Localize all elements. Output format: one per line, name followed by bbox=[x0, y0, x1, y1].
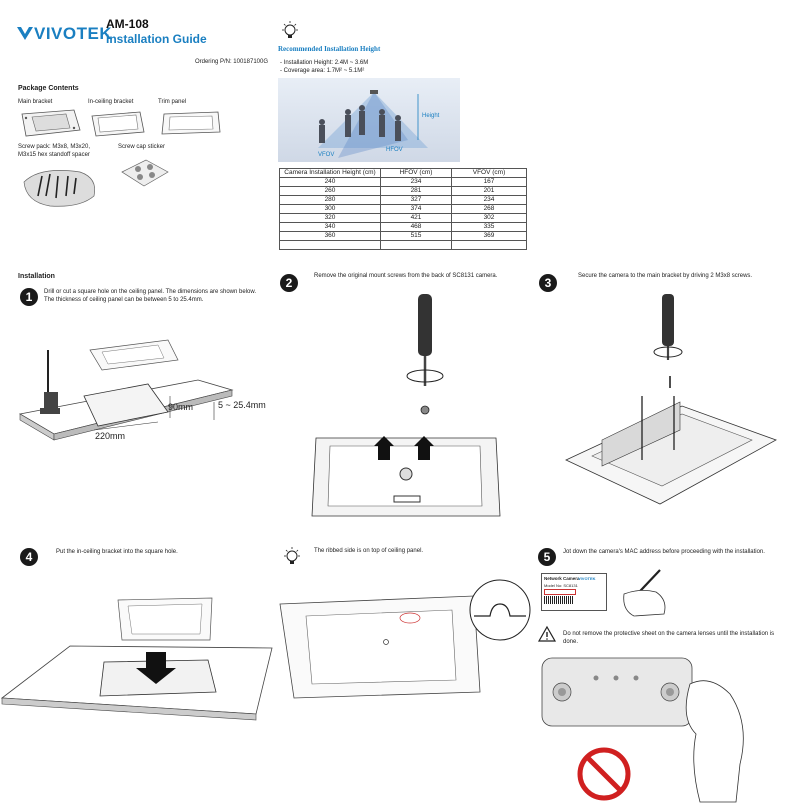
step-1-number: 1 bbox=[20, 288, 38, 306]
brand-logo: VIVOTEK bbox=[34, 24, 113, 43]
table-cell: 300 bbox=[279, 204, 381, 214]
warning-text-2: done. bbox=[563, 639, 579, 645]
mac-label-title: Network Camera bbox=[544, 576, 580, 581]
step-4-text: Put the in-ceiling bracket into the squa… bbox=[56, 549, 178, 555]
table-cell bbox=[451, 240, 527, 250]
hand-writing-pen-illustration bbox=[623, 569, 666, 617]
screw-pack-label-2: M3x15 hex standoff spacer bbox=[18, 152, 90, 158]
diagram-vfov-label: VFOV bbox=[318, 152, 335, 158]
main-bracket-label: Main bracket bbox=[18, 99, 53, 105]
table-cell: 374 bbox=[380, 204, 452, 214]
mac-barcode bbox=[544, 596, 574, 604]
step-1-text-2: The thickness of ceiling panel can be be… bbox=[44, 297, 204, 303]
camera-lens-protective-sheet-illustration bbox=[541, 657, 744, 803]
package-heading: Package Contents bbox=[18, 85, 79, 92]
recommended-heading: Recommended Installation Height bbox=[278, 45, 381, 53]
camera-mount-bracket-illustration bbox=[565, 294, 777, 505]
table-cell: 360 bbox=[279, 231, 381, 241]
table-cell: 201 bbox=[451, 186, 527, 196]
step-5-number: 5 bbox=[538, 548, 556, 566]
table-header-cell: VFOV (cm) bbox=[451, 168, 527, 178]
step-3-number: 3 bbox=[539, 274, 557, 292]
inceiling-bracket-label: In-ceiling bracket bbox=[88, 99, 134, 105]
installation-heading: Installation bbox=[18, 273, 55, 280]
screw-cap-label: Screw cap sticker bbox=[118, 144, 166, 150]
table-cell: 167 bbox=[451, 177, 527, 187]
screwdriver-camera-back-illustration bbox=[311, 294, 501, 517]
table-cell: 515 bbox=[380, 231, 452, 241]
step-1-dim-width: 220mm bbox=[95, 431, 126, 441]
height-table: Camera Installation Height (cm) HFOV (cm… bbox=[279, 168, 527, 250]
table-cell: 240 bbox=[279, 177, 381, 187]
step-2-text: Remove the original mount screws from th… bbox=[314, 273, 498, 279]
inceiling-bracket-illustration bbox=[91, 111, 145, 137]
table-cell: 234 bbox=[380, 177, 452, 187]
step-1-text: Drill or cut a square hole on the ceilin… bbox=[44, 289, 257, 295]
coverage-diagram bbox=[278, 78, 460, 162]
trim-panel-illustration bbox=[161, 111, 221, 135]
table-cell bbox=[279, 240, 381, 250]
trim-panel-label: Trim panel bbox=[158, 99, 187, 105]
table-cell: 468 bbox=[380, 222, 452, 232]
table-cell: 280 bbox=[279, 195, 381, 205]
table-cell: 327 bbox=[380, 195, 452, 205]
table-cell bbox=[380, 240, 452, 250]
table-cell: 234 bbox=[451, 195, 527, 205]
step-4-number: 4 bbox=[20, 548, 38, 566]
tip-text: The ribbed side is on top of ceiling pan… bbox=[314, 548, 424, 554]
mac-highlight bbox=[544, 589, 576, 595]
step-1-dim-height: 90mm bbox=[168, 402, 194, 412]
diagram-hfov-label: HFOV bbox=[386, 147, 403, 153]
guide-title: Installation Guide bbox=[106, 32, 207, 46]
step-5-text: Jot down the camera's MAC address before… bbox=[563, 549, 765, 555]
table-cell: 268 bbox=[451, 204, 527, 214]
mac-label-model: Model No: SC8131 bbox=[544, 583, 578, 588]
table-cell: 320 bbox=[279, 213, 381, 223]
step-1-dim-thickness: 5 ~ 25.4mm bbox=[218, 400, 266, 410]
table-cell: 260 bbox=[279, 186, 381, 196]
warning-icon bbox=[537, 625, 557, 642]
screw-cap-sticker-illustration bbox=[121, 159, 169, 187]
table-cell: 421 bbox=[380, 213, 452, 223]
main-bracket-illustration bbox=[21, 109, 81, 137]
coverage-area-line: - Coverage area: 1.7M² ~ 5.1M² bbox=[280, 68, 365, 74]
mac-address-label: Network Camera VIVOTEK Model No: SC8131 bbox=[541, 573, 607, 611]
screw-pack-illustration bbox=[23, 170, 96, 207]
table-cell: 369 bbox=[451, 231, 527, 241]
step-3-text: Secure the camera to the main bracket by… bbox=[578, 273, 753, 279]
step-2-number: 2 bbox=[280, 274, 298, 292]
ribbed-bracket-illustration bbox=[279, 579, 531, 699]
mac-label-brand: VIVOTEK bbox=[578, 576, 596, 581]
ordering-pn: Ordering P/N: 100187100G bbox=[194, 59, 268, 65]
model-title: AM-108 bbox=[106, 17, 149, 31]
table-cell: 340 bbox=[279, 222, 381, 232]
table-row bbox=[279, 240, 527, 250]
table-header-row: Camera Installation Height (cm) HFOV (cm… bbox=[279, 168, 527, 178]
table-cell: 335 bbox=[451, 222, 527, 232]
table-cell: 281 bbox=[380, 186, 452, 196]
lightbulb-icon bbox=[282, 21, 298, 38]
diagram-height-label: Height bbox=[422, 113, 440, 119]
table-header-cell: Camera Installation Height (cm) bbox=[279, 168, 381, 178]
vivotek-logo-icon bbox=[17, 27, 33, 40]
table-cell: 302 bbox=[451, 213, 527, 223]
ceiling-panel-cut-illustration bbox=[18, 339, 234, 441]
inceiling-bracket-insert-illustration bbox=[0, 597, 273, 721]
tip-lightbulb-icon bbox=[284, 547, 300, 564]
screw-pack-label: Screw pack: M3x8, M3x20, bbox=[18, 144, 91, 150]
warning-text: Do not remove the protective sheet on th… bbox=[563, 631, 775, 637]
table-header-cell: HFOV (cm) bbox=[380, 168, 452, 178]
install-height-line: - Installation Height: 2.4M ~ 3.6M bbox=[280, 60, 369, 66]
